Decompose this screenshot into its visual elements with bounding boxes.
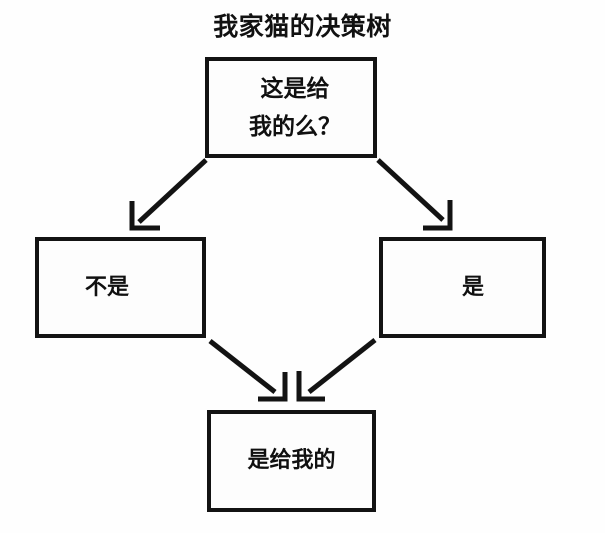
node-root-label: 这是给 我的么？ — [249, 75, 341, 140]
node-outcome[interactable]: 是给我的 — [207, 410, 376, 512]
edge-yes-to-outcome — [296, 338, 377, 402]
node-branch-yes[interactable]: 是 — [379, 237, 546, 338]
node-branch-no-label: 不是 — [85, 274, 130, 300]
node-branch-yes-label: 是 — [462, 274, 485, 300]
edge-root-to-no — [129, 158, 208, 231]
edge-no-to-outcome — [208, 339, 288, 402]
node-root-question[interactable]: 这是给 我的么？ — [205, 57, 377, 158]
node-branch-no[interactable]: 不是 — [35, 237, 206, 338]
edge-root-to-yes — [376, 158, 453, 231]
diagram-title: 我家猫的决策树 — [213, 12, 392, 41]
node-outcome-label: 是给我的 — [247, 448, 336, 473]
